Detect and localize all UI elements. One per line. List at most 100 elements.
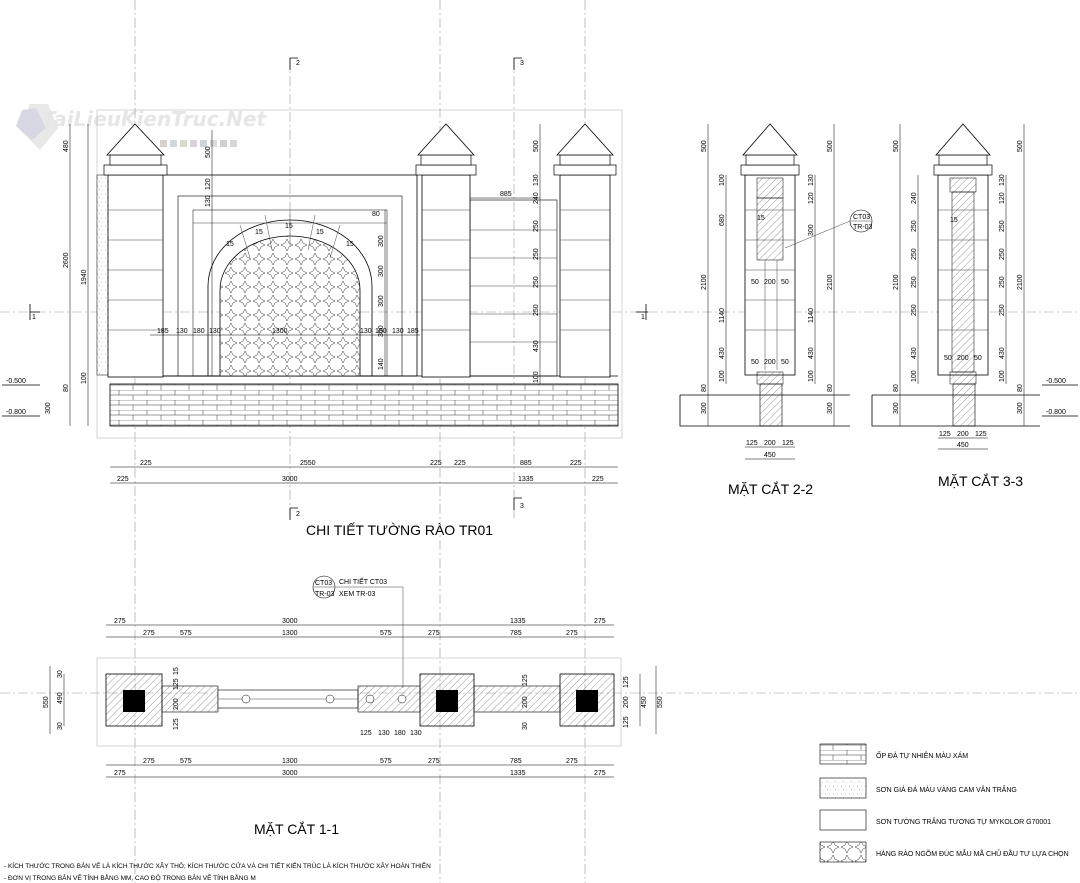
svg-text:30: 30 bbox=[57, 722, 64, 730]
svg-text:15: 15 bbox=[316, 229, 324, 236]
svg-text:200: 200 bbox=[522, 696, 529, 708]
svg-text:100: 100 bbox=[719, 174, 726, 186]
svg-text:130: 130 bbox=[360, 328, 372, 335]
note-1: - KÍCH THƯỚC TRONG BẢN VẼ LÀ KÍCH THƯỚC … bbox=[4, 860, 431, 870]
svg-text:2550: 2550 bbox=[300, 460, 316, 467]
legend-label-cast-fence: HÀNG RÀO NGÕM ĐÚC MẪU MÃ CHỦ ĐẦU TƯ LỰA … bbox=[876, 848, 1069, 858]
svg-text:200: 200 bbox=[764, 359, 776, 366]
svg-text:15: 15 bbox=[255, 229, 263, 236]
svg-text:15: 15 bbox=[173, 667, 180, 675]
svg-text:200: 200 bbox=[957, 431, 969, 438]
svg-text:300: 300 bbox=[378, 265, 385, 277]
svg-text:125: 125 bbox=[623, 676, 630, 688]
svg-text:450: 450 bbox=[764, 452, 776, 459]
svg-text:885: 885 bbox=[500, 191, 512, 198]
svg-text:130: 130 bbox=[176, 328, 188, 335]
watermark-text: TaiLieuKienTruc.Net bbox=[42, 107, 267, 131]
svg-text:100: 100 bbox=[719, 370, 726, 382]
marker-1-right: 1 bbox=[641, 314, 645, 321]
svg-text:275: 275 bbox=[114, 618, 126, 625]
svg-text:500: 500 bbox=[701, 140, 708, 152]
svg-text:100: 100 bbox=[999, 370, 1006, 382]
svg-text:225: 225 bbox=[430, 460, 442, 467]
plan-pier-right bbox=[559, 673, 615, 727]
svg-text:130: 130 bbox=[378, 730, 390, 737]
svg-text:130: 130 bbox=[205, 195, 212, 207]
svg-text:50: 50 bbox=[751, 279, 759, 286]
svg-text:500: 500 bbox=[827, 140, 834, 152]
level-minus-0500-left: -0.500 bbox=[6, 378, 26, 385]
svg-text:1140: 1140 bbox=[808, 308, 815, 323]
gate-vertical-dims: 500 120 130 300 300 300 300 140 bbox=[205, 130, 386, 376]
svg-text:2600: 2600 bbox=[63, 252, 70, 268]
legend-label-white-paint: SƠN TƯỜNG TRẮNG TƯƠNG TỰ MYKOLOR G70001 bbox=[876, 817, 1051, 826]
svg-text:250: 250 bbox=[999, 304, 1006, 316]
svg-text:CHI TIẾT CT03: CHI TIẾT CT03 bbox=[339, 576, 387, 586]
svg-text:225: 225 bbox=[570, 460, 582, 467]
svg-text:180: 180 bbox=[193, 328, 205, 335]
svg-text:1335: 1335 bbox=[518, 476, 534, 483]
svg-text:50: 50 bbox=[781, 359, 789, 366]
svg-text:1140: 1140 bbox=[719, 308, 726, 323]
svg-text:500: 500 bbox=[205, 146, 212, 158]
svg-text:275: 275 bbox=[594, 618, 606, 625]
svg-text:125: 125 bbox=[522, 674, 529, 686]
marker-1-left: 1 bbox=[32, 314, 36, 321]
svg-text:50: 50 bbox=[781, 279, 789, 286]
svg-text:1335: 1335 bbox=[510, 770, 526, 777]
svg-text:80: 80 bbox=[827, 384, 834, 392]
svg-text:275: 275 bbox=[428, 758, 440, 765]
svg-text:250: 250 bbox=[533, 304, 540, 316]
svg-text:130: 130 bbox=[410, 730, 422, 737]
section-2-2: 500 100 680 2100 1140 430 100 80 300 500… bbox=[679, 123, 873, 497]
section-3-3-title: MẶT CẮT 3-3 bbox=[938, 472, 1023, 489]
svg-text:125: 125 bbox=[623, 716, 630, 728]
svg-text:200: 200 bbox=[764, 440, 776, 447]
svg-text:1300: 1300 bbox=[272, 328, 288, 335]
svg-text:130: 130 bbox=[533, 174, 540, 186]
svg-text:450: 450 bbox=[957, 442, 969, 449]
plan-bottom-dims: 275 575 1300 575 275 785 275 275 3000 13… bbox=[106, 758, 614, 778]
elevation-title: CHI TIẾT TƯỜNG RÀO TR01 bbox=[306, 522, 493, 538]
svg-text:125: 125 bbox=[360, 730, 372, 737]
watermark-logo: TaiLieuKienTruc.Net bbox=[16, 104, 267, 150]
svg-text:250: 250 bbox=[999, 220, 1006, 232]
svg-text:125: 125 bbox=[782, 440, 794, 447]
svg-text:275: 275 bbox=[566, 758, 578, 765]
fence-elevation: -0.500 -0.800 225 2550 225 225 885 225 2… bbox=[2, 109, 623, 538]
svg-text:80: 80 bbox=[63, 384, 70, 392]
svg-text:500: 500 bbox=[893, 140, 900, 152]
svg-text:275: 275 bbox=[428, 630, 440, 637]
svg-text:250: 250 bbox=[533, 276, 540, 288]
pillar-right bbox=[553, 123, 617, 378]
legend-label-faux-stone: SƠN GIẢ ĐÁ MÀU VÀNG CAM VÂN TRẮNG bbox=[876, 785, 1017, 794]
svg-text:300: 300 bbox=[893, 402, 900, 414]
svg-text:2100: 2100 bbox=[701, 274, 708, 290]
svg-text:TR-03: TR-03 bbox=[315, 591, 335, 598]
marker-2-bottom: 2 bbox=[296, 511, 300, 518]
svg-text:250: 250 bbox=[911, 248, 918, 260]
svg-text:575: 575 bbox=[380, 758, 392, 765]
svg-text:200: 200 bbox=[173, 698, 180, 710]
svg-text:430: 430 bbox=[719, 347, 726, 359]
svg-text:225: 225 bbox=[454, 460, 466, 467]
level-minus-0500-right: -0.500 bbox=[1046, 378, 1066, 385]
svg-text:180: 180 bbox=[394, 730, 406, 737]
svg-text:250: 250 bbox=[911, 276, 918, 288]
svg-text:785: 785 bbox=[510, 758, 522, 765]
svg-text:240: 240 bbox=[911, 192, 918, 204]
svg-text:180: 180 bbox=[375, 328, 387, 335]
svg-text:2100: 2100 bbox=[827, 274, 834, 290]
general-notes: - KÍCH THƯỚC TRONG BẢN VẼ LÀ KÍCH THƯỚC … bbox=[4, 860, 431, 882]
svg-text:1300: 1300 bbox=[282, 630, 298, 637]
svg-text:2100: 2100 bbox=[1017, 274, 1024, 290]
svg-text:250: 250 bbox=[911, 304, 918, 316]
legend-swatch-white-paint bbox=[819, 809, 867, 831]
plan-pier-middle bbox=[419, 673, 475, 727]
svg-text:30: 30 bbox=[57, 670, 64, 678]
svg-text:50: 50 bbox=[944, 355, 952, 362]
svg-text:250: 250 bbox=[533, 248, 540, 260]
legend-swatch-stone bbox=[819, 743, 867, 765]
svg-text:225: 225 bbox=[140, 460, 152, 467]
svg-text:300: 300 bbox=[808, 224, 815, 236]
